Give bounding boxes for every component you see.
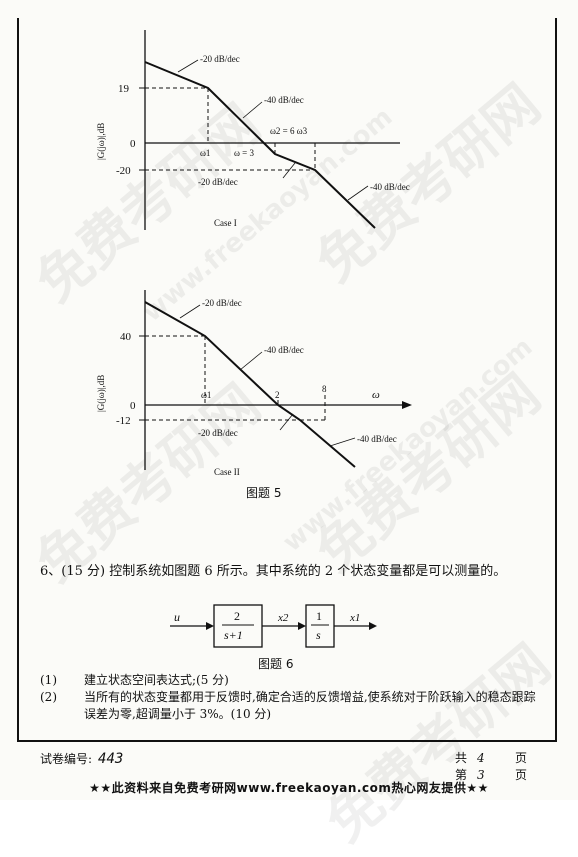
list-item: (1) 建立状态空间表达式;(5 分) <box>40 672 540 689</box>
page-value: 3 <box>477 768 485 782</box>
question6-text: 6、(15 分) 控制系统如图题 6 所示。其中系统的 2 个状态变量都是可以测… <box>40 564 507 579</box>
case2-tick-2-label: 2 <box>275 390 280 400</box>
case1-caption: Case I <box>214 218 237 228</box>
paper-id-value: 443 <box>98 751 124 767</box>
case1-slope-top: -20 dB/dec <box>200 54 240 64</box>
case2-slope-mid: -40 dB/dec <box>264 345 304 355</box>
item-text: 当所有的状态变量都用于反馈时,确定合适的反馈增益,使系统对于阶跃输入的稳态跟踪误… <box>84 690 536 721</box>
case2-pointer-flat <box>279 413 294 431</box>
case2-y-40: 40 <box>120 331 132 343</box>
case1-y-0: 0 <box>130 138 136 150</box>
case2-y-0: 0 <box>130 400 136 412</box>
case2-pointer-top <box>179 304 201 319</box>
block1-denominator: s+1 <box>224 628 243 642</box>
paper-id-label: 试卷编号: <box>40 752 93 766</box>
figure6-title: 图题 6 <box>258 657 293 671</box>
case2-slope-end: -40 dB/dec <box>357 434 397 444</box>
case2-slope-flat: -20 dB/dec <box>198 428 238 438</box>
case1-ylabel: |G(jω)|,dB <box>96 123 106 160</box>
case1-magnitude-curve <box>144 61 376 229</box>
page-label: 第 <box>455 768 468 782</box>
case2-caption: Case II <box>214 467 240 477</box>
case2-y-m12: -12 <box>116 415 131 427</box>
item-number: (1) <box>40 673 57 687</box>
block1-numerator: 2 <box>234 609 240 623</box>
page-unit: 页 <box>515 768 528 782</box>
page-border <box>17 18 557 742</box>
block2-denominator: s <box>316 628 321 642</box>
case2-pointer-mid <box>239 351 263 371</box>
case1-pointer-end <box>347 185 369 201</box>
case2-x-axis-arrow <box>402 401 412 409</box>
case1-w-eq: ω = 3 <box>234 148 254 158</box>
figure5-bode-plots: |G(jω)|,dB 19 0 -20 -20 dB/dec -40 dB/de… <box>96 30 412 500</box>
case2-slope-top: -20 dB/dec <box>202 298 242 308</box>
diagram-x2: x2 <box>277 612 289 624</box>
case2-ylabel: |G(jω)|,dB <box>96 375 106 412</box>
total-label: 共 <box>455 751 468 765</box>
case1-slope-mid: -40 dB/dec <box>264 95 304 105</box>
block2-numerator: 1 <box>316 609 322 623</box>
arrowhead-u <box>206 622 214 630</box>
arrowhead-x1 <box>369 622 377 630</box>
case1-pointer-top <box>177 59 199 73</box>
case1-plot: |G(jω)|,dB 19 0 -20 -20 dB/dec -40 dB/de… <box>96 30 410 230</box>
case1-pointer-flat <box>282 162 296 179</box>
case2-plot: |G(jω)|,dB 40 0 -12 -20 dB/dec -40 dB/de… <box>96 290 412 477</box>
figure6-block-diagram: u 2 s+1 x2 1 s x1 图题 6 <box>170 604 377 671</box>
total-value: 4 <box>477 751 485 765</box>
question6-items: (1) 建立状态空间表达式;(5 分) (2) 当所有的状态变量都用于反馈时,确… <box>40 672 540 723</box>
case1-w2-eq: ω2 = 6 ω3 <box>270 126 308 136</box>
item-text: 建立状态空间表达式;(5 分) <box>84 673 229 687</box>
exam-page: 免费考研网 www.freekaoyan.com 免费考研网 免费考研网 www… <box>17 18 562 855</box>
case2-pointer-end <box>329 437 356 447</box>
case1-pointer-mid <box>242 101 263 119</box>
diagram-x1: x1 <box>349 612 360 624</box>
case1-slope-end: -40 dB/dec <box>370 182 410 192</box>
paper-id: 试卷编号: 443 <box>40 750 123 767</box>
case2-axis-w: ω <box>372 389 380 401</box>
figure5-title: 图题 5 <box>246 486 281 500</box>
case1-w1: ω1 <box>200 148 210 158</box>
diagram-input-u: u <box>174 610 180 624</box>
case1-y-m20: -20 <box>116 165 131 177</box>
item-number: (2) <box>40 690 57 704</box>
total-unit: 页 <box>515 751 528 765</box>
case2-tick-8-label: 8 <box>322 384 327 394</box>
list-item: (2) 当所有的状态变量都用于反馈时,确定合适的反馈增益,使系统对于阶跃输入的稳… <box>40 689 540 723</box>
source-banner: ★★此资料来自免费考研网www.freekaoyan.com热心网友提供★★ <box>89 781 489 795</box>
case1-y-19: 19 <box>118 83 130 95</box>
arrowhead-x2 <box>298 622 306 630</box>
case1-slope-flat: -20 dB/dec <box>198 177 238 187</box>
case2-w1: ω1 <box>201 390 211 400</box>
